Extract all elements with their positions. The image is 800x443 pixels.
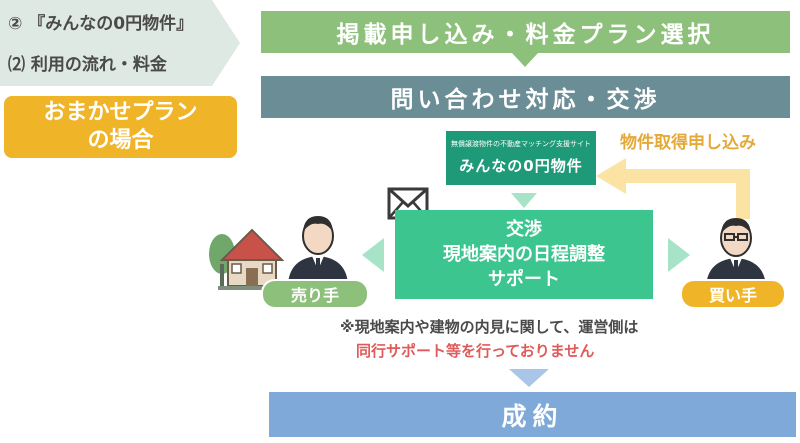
buyer-badge: 買い手 xyxy=(680,279,786,309)
seller-badge: 売り手 xyxy=(261,279,369,309)
buyer-person-icon xyxy=(706,218,766,286)
buyer-application-arrow xyxy=(596,158,750,219)
breadcrumb-line-1: ② 『みんなの0円物件』 xyxy=(8,14,194,34)
omakase-line-1: おまかせプラン xyxy=(43,100,198,125)
nego-line-2: 現地案内の日程調整 xyxy=(443,244,605,265)
step-contract-bar: 成約 xyxy=(269,392,796,437)
arrow-to-seller xyxy=(362,238,384,272)
arrow-vertical xyxy=(736,169,750,219)
arrow-horizontal xyxy=(624,169,750,183)
step-arrow-1 xyxy=(512,53,538,67)
disclaimer-note: ※現地案内や建物の内見に関して、運営側は 同行サポート等を行っておりません xyxy=(340,315,638,363)
breadcrumb-line-2: ⑵ 利用の流れ・料金 xyxy=(8,55,167,75)
nego-line-3: サポート xyxy=(488,269,560,290)
note-line-2: 同行サポート等を行っておりません xyxy=(356,342,595,360)
note-line-1: ※現地案内や建物の内見に関して、運営側は xyxy=(340,318,639,336)
arrow-head xyxy=(596,158,626,194)
final-step-arrow xyxy=(509,369,549,387)
logo-tagline: 無償譲渡物件の不動産マッチング支援サイト xyxy=(451,140,591,148)
step-inquiry-bar: 問い合わせ対応・交渉 xyxy=(261,76,790,118)
omakase-line-2: の場合 xyxy=(87,128,154,153)
breadcrumb: ② 『みんなの0円物件』 ⑵ 利用の流れ・料金 xyxy=(0,0,240,86)
buyer-application-label: 物件取得申し込み xyxy=(620,133,756,153)
omakase-plan-label: おまかせプラン の場合 xyxy=(4,96,237,158)
logo-name: みんなの0円物件 xyxy=(459,157,583,175)
seller-person-icon xyxy=(288,216,348,284)
logo-down-arrow xyxy=(511,193,537,208)
step-application-bar: 掲載申し込み・料金プラン選択 xyxy=(261,11,790,53)
arrow-to-buyer xyxy=(668,238,690,272)
nego-line-1: 交渉 xyxy=(506,219,542,240)
site-logo: 無償譲渡物件の不動産マッチング支援サイト みんなの0円物件 xyxy=(446,131,596,185)
negotiation-support-box: 交渉 現地案内の日程調整 サポート xyxy=(395,210,653,299)
